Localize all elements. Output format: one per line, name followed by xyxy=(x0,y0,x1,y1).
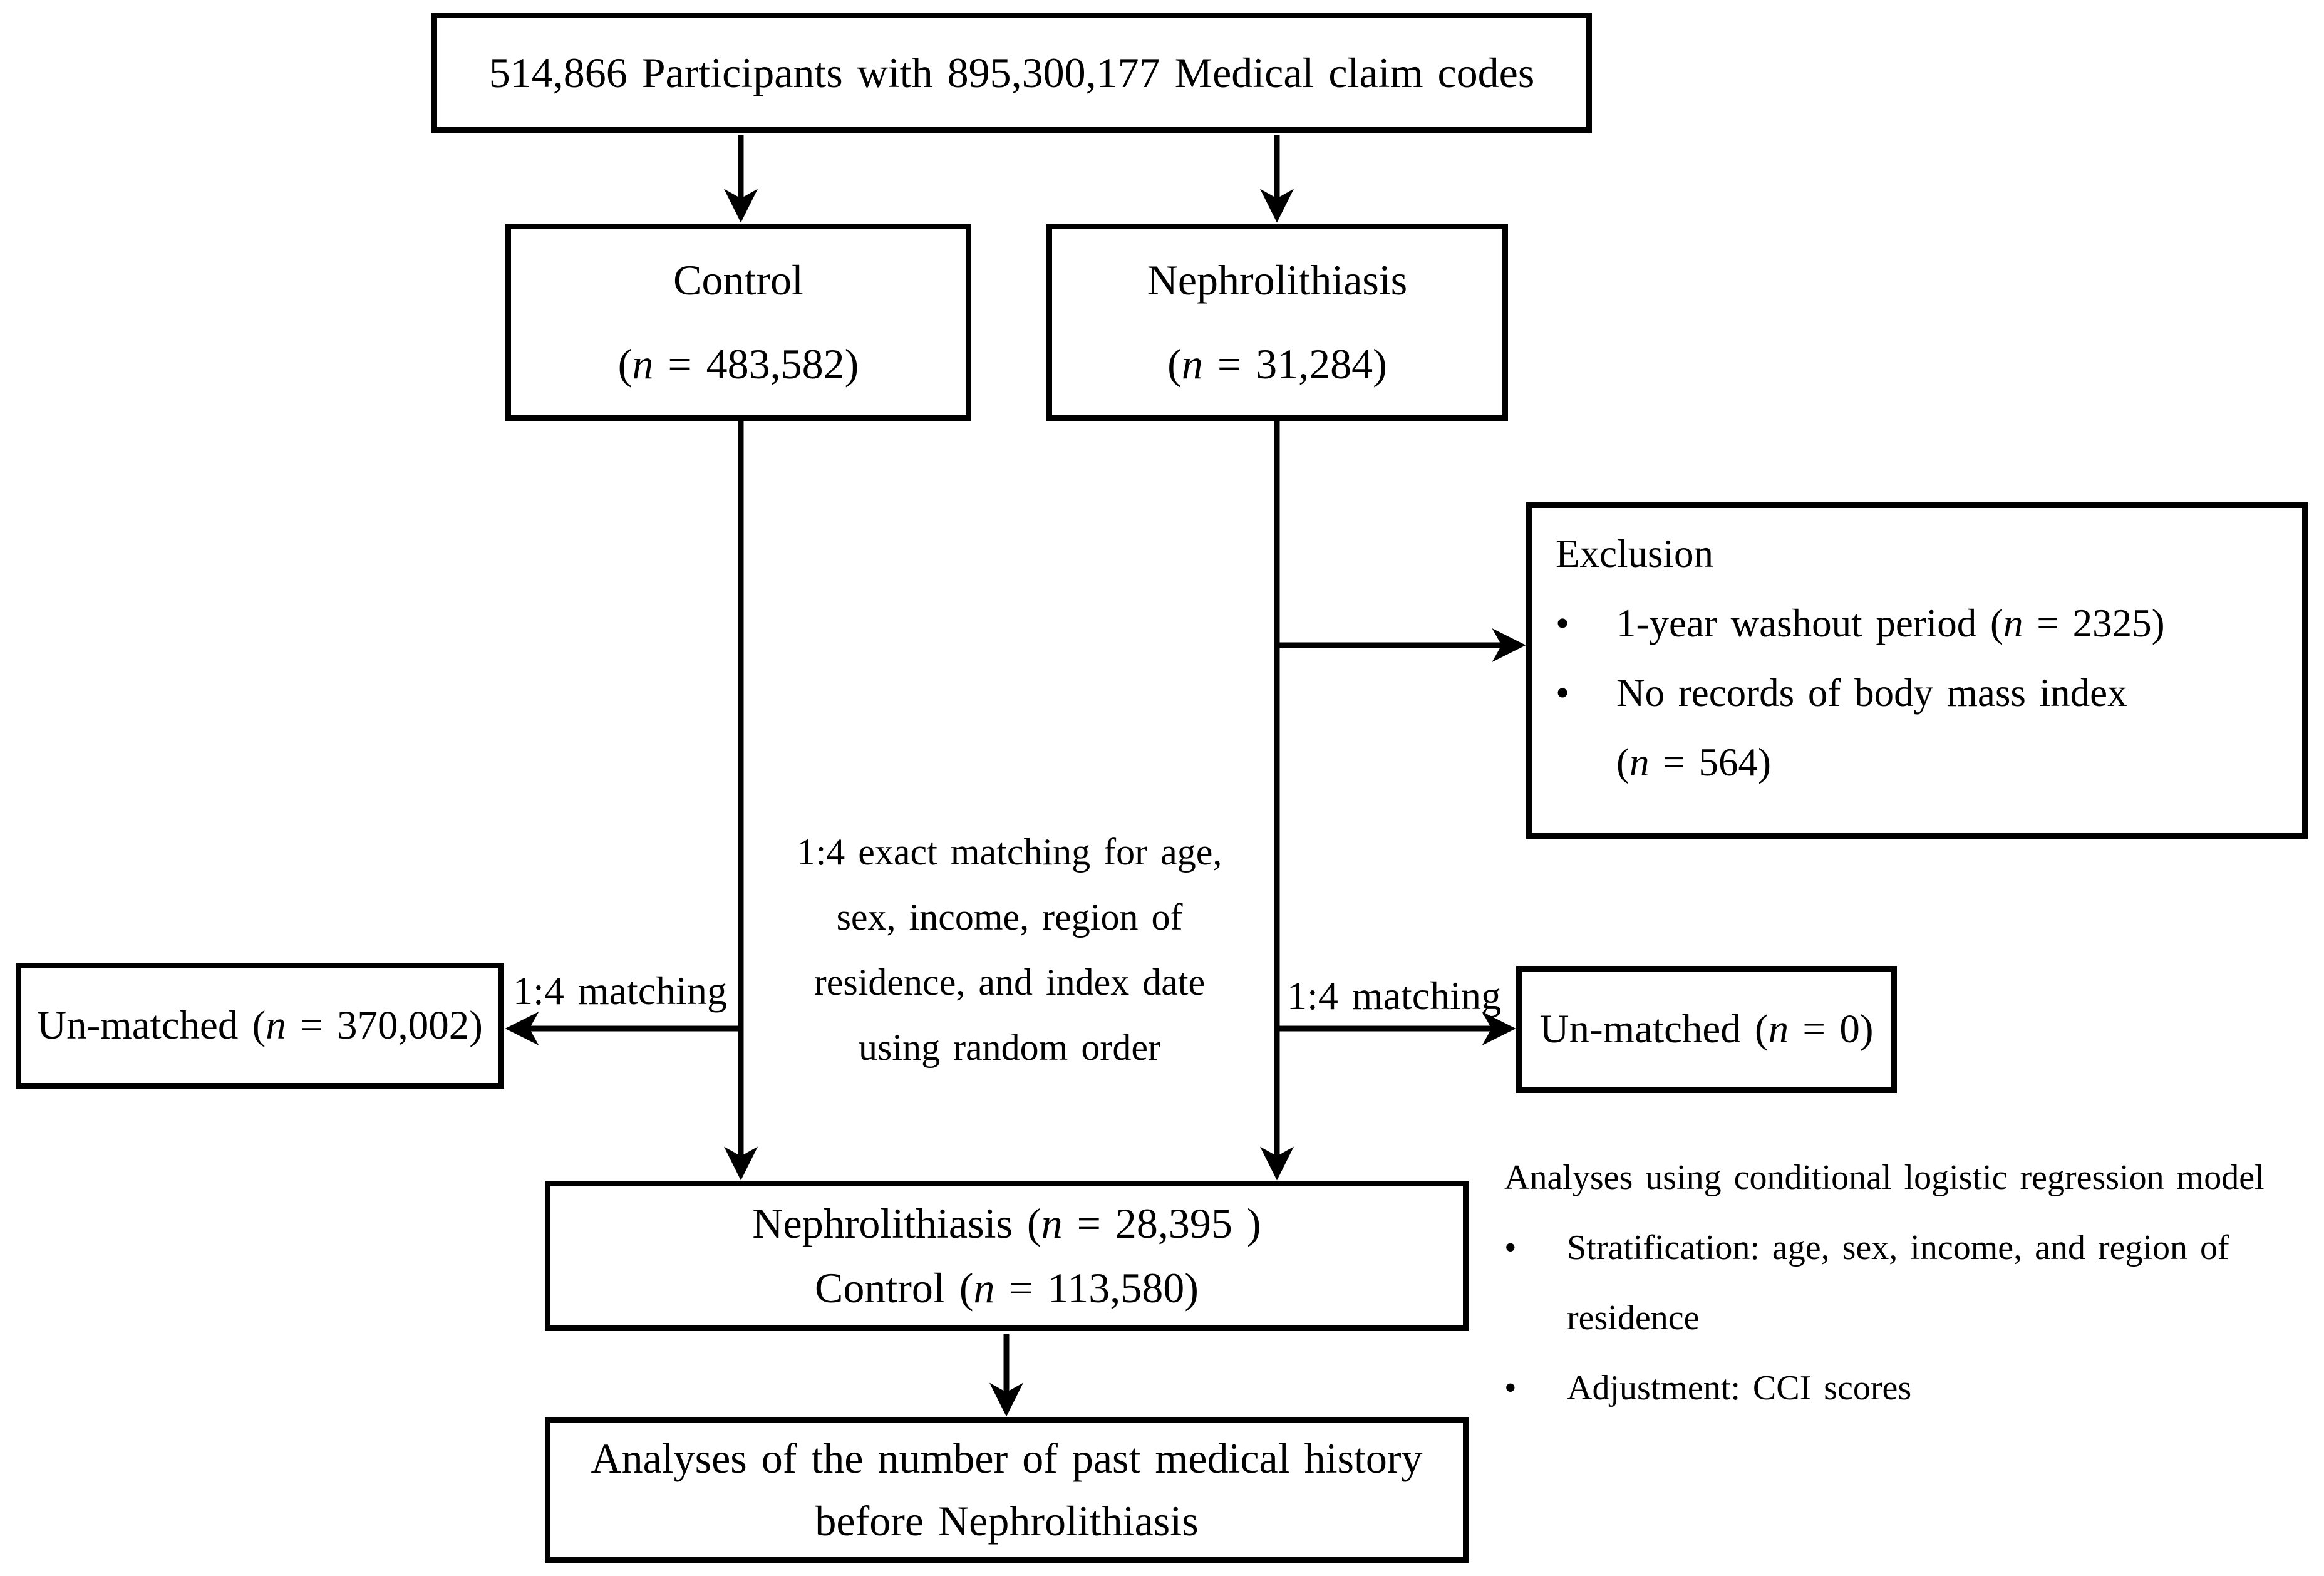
matched-control-n: Control (n = 113,580) xyxy=(815,1264,1199,1312)
analysis-note: Analyses using conditional logistic regr… xyxy=(1504,1159,2324,1439)
exclusion-title: Exclusion xyxy=(1556,532,1713,576)
bullet-icon: • xyxy=(1504,1228,1517,1267)
final-analysis-box: Analyses of the number of past medical h… xyxy=(545,1417,1469,1563)
control-n: (n = 483,582) xyxy=(617,340,859,388)
final-analysis-line2: before Nephrolithiasis xyxy=(815,1496,1199,1545)
exclusion-item-washout: • 1-year washout period (n = 2325) xyxy=(1556,604,2292,643)
nephrolithiasis-title: Nephrolithiasis xyxy=(1147,256,1408,304)
exclusion-item-bmi: • No records of body mass index xyxy=(1556,673,2292,713)
unmatched-left-box: Un-matched (n = 370,002) xyxy=(16,963,504,1089)
analysis-item-stratification: • Stratification: age, sex, income, and … xyxy=(1504,1229,2324,1267)
matched-nephrolithiasis-n: Nephrolithiasis (n = 28,395 ) xyxy=(752,1200,1261,1247)
bullet-icon: • xyxy=(1556,671,1570,715)
analysis-item-stratification-cont: residence xyxy=(1567,1299,1700,1337)
analysis-note-header: Analyses using conditional logistic regr… xyxy=(1504,1158,2265,1197)
matching-note-line: 1:4 exact matching for age, xyxy=(797,831,1222,873)
control-title: Control xyxy=(673,256,803,304)
matching-label-left: 1:4 matching xyxy=(513,968,727,1013)
exclusion-item-bmi-text: No records of body mass index xyxy=(1616,671,2127,715)
participants-text: 514,866 Participants with 895,300,177 Me… xyxy=(488,48,1535,96)
exclusion-item-bmi-n: (n = 564) xyxy=(1616,740,1771,784)
analysis-item-stratification-text: Stratification: age, sex, income, and re… xyxy=(1567,1228,2229,1267)
matching-note-line: residence, and index date xyxy=(813,962,1206,1003)
nephrolithiasis-n: (n = 31,284) xyxy=(1167,340,1387,388)
matching-label-right: 1:4 matching xyxy=(1287,973,1501,1018)
nephrolithiasis-box: Nephrolithiasis (n = 31,284) xyxy=(1046,224,1508,421)
exclusion-box: Exclusion • 1-year washout period (n = 2… xyxy=(1526,502,2308,839)
final-analysis-line1: Analyses of the number of past medical h… xyxy=(591,1434,1423,1483)
matching-note: 1:4 exact matching for age, sex, income,… xyxy=(745,819,1274,1080)
exclusion-item-washout-text: 1-year washout period (n = 2325) xyxy=(1616,601,2165,645)
participants-box: 514,866 Participants with 895,300,177 Me… xyxy=(431,13,1592,133)
control-box: Control (n = 483,582) xyxy=(505,224,971,421)
analysis-item-adjustment-text: Adjustment: CCI scores xyxy=(1567,1369,1912,1408)
analysis-item-adjustment: • Adjustment: CCI scores xyxy=(1504,1369,2324,1407)
unmatched-right-box: Un-matched (n = 0) xyxy=(1516,966,1897,1093)
bullet-icon: • xyxy=(1504,1369,1517,1408)
matching-note-line: using random order xyxy=(859,1027,1160,1068)
unmatched-left-text: Un-matched (n = 370,002) xyxy=(37,1003,483,1048)
matching-note-line: sex, income, region of xyxy=(836,896,1183,938)
unmatched-right-text: Un-matched (n = 0) xyxy=(1539,1007,1874,1052)
bullet-icon: • xyxy=(1556,601,1570,645)
matched-cohort-box: Nephrolithiasis (n = 28,395 ) Control (n… xyxy=(545,1181,1469,1331)
